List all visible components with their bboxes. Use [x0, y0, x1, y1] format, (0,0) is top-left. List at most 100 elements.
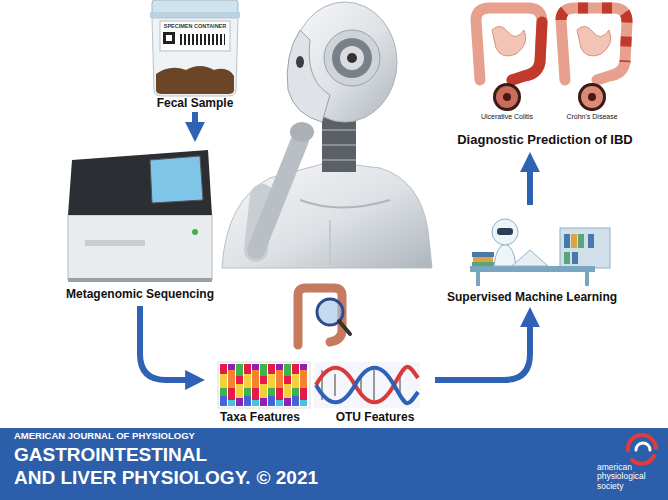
endoscopy-view [503, 93, 511, 101]
thinking-robot [329, 220, 331, 265]
thinking-robot [290, 122, 314, 142]
taxa-chart [218, 362, 310, 408]
thinking-robot [222, 2, 432, 268]
colon-crohns [577, 26, 611, 56]
learning-robot [494, 244, 516, 266]
colon-crohns [561, 8, 627, 80]
process-node: Supervised Machine Learning [445, 205, 625, 307]
sequencer-machine [68, 150, 212, 282]
learning-robot [560, 228, 610, 268]
specimen-jar [179, 34, 225, 45]
annotation-label: AMERICAN JOURNAL OF PHYSIOLOGY [14, 431, 195, 442]
learning-robot [585, 272, 589, 286]
colon-magnifier [298, 288, 342, 345]
annotation-label: Crohn's Disease [566, 113, 617, 121]
endoscopy-view [496, 86, 518, 108]
colon-ulcerative [492, 26, 526, 56]
thinking-robot [332, 38, 372, 78]
journal-band [0, 428, 668, 500]
process-node: Diagnostic Prediction of IBD [440, 2, 650, 152]
learning-robot [497, 228, 513, 235]
specimen-jar [152, 18, 238, 96]
sequencer-machine [150, 156, 203, 203]
sequencer-machine [192, 229, 198, 235]
specimen-jar [166, 35, 172, 41]
endoscopy-view [578, 83, 606, 111]
specimen-jar [152, 0, 238, 14]
colon-ulcerative [476, 8, 542, 80]
learning-robot [572, 252, 578, 264]
annotation-label: © 2021 [256, 467, 318, 489]
learning-robot [472, 262, 494, 266]
sequencer-machine [68, 215, 212, 280]
endoscopy-view [588, 93, 596, 101]
learning-robot [564, 234, 570, 248]
process-node: Taxa Features OTU Features [205, 280, 435, 426]
society-logo [636, 443, 650, 450]
thinking-robot [324, 30, 380, 86]
learning-robot [473, 257, 493, 262]
learning-robot [470, 219, 610, 286]
sequencer-machine [68, 278, 212, 282]
node-label: Diagnostic Prediction of IBD [457, 133, 633, 148]
annotation-label: GASTROINTESTINAL [14, 444, 207, 466]
learning-robot [571, 234, 577, 248]
colon-crohns [561, 8, 627, 62]
specimen-jar [160, 21, 230, 51]
thinking-robot [347, 53, 357, 63]
specimen-jar [150, 12, 240, 18]
society-logo [628, 435, 656, 450]
learning-robot [512, 250, 548, 266]
node-label: Supervised Machine Learning [447, 291, 617, 305]
thinking-robot [340, 46, 364, 70]
taxa-chart [218, 362, 310, 408]
thinking-robot [256, 140, 300, 250]
flow-arrow [192, 112, 198, 134]
flow-arrow [435, 315, 530, 380]
node-label: Taxa Features [220, 411, 300, 425]
endoscopy-view [493, 83, 521, 111]
thinking-robot [296, 56, 304, 68]
colon-magnifier [339, 321, 350, 334]
dna-helix [314, 362, 420, 408]
annotation-label: SPECIMEN CONTAINER [160, 23, 230, 29]
thinking-robot [300, 200, 390, 208]
annotation-label: Ulcerative Colitis [481, 113, 533, 121]
flow-arrow [140, 306, 197, 380]
process-node: Fecal Sample [130, 2, 260, 112]
specimen-jar [163, 32, 175, 44]
journal-band [0, 428, 668, 500]
process-node: Metagenomic Sequencing [40, 142, 240, 306]
society-logo [632, 456, 654, 464]
thinking-robot [322, 130, 356, 160]
learning-robot [492, 219, 518, 245]
thinking-robot [287, 30, 330, 122]
sequencer-machine [68, 150, 212, 215]
endoscopy-view [581, 86, 603, 108]
society-logo [628, 435, 656, 464]
taxa-chart [220, 364, 308, 406]
annotation-label: AND LIVER PHYSIOLOGY. [14, 467, 250, 489]
learning-robot [476, 272, 480, 286]
learning-robot [578, 234, 584, 248]
specimen-jar [156, 66, 234, 94]
dna-helix [316, 368, 418, 403]
learning-robot [588, 234, 594, 248]
sequencer-machine [85, 240, 145, 246]
learning-robot [470, 266, 595, 272]
node-label: OTU Features [336, 411, 415, 425]
colon-crohns [561, 8, 627, 80]
flow-arrow [527, 160, 533, 205]
node-label: Metagenomic Sequencing [66, 288, 214, 302]
colon-ulcerative [476, 8, 542, 80]
learning-robot [472, 252, 494, 257]
node-label: Fecal Sample [157, 97, 234, 111]
dna-helix [316, 367, 418, 402]
colon-magnifier [298, 288, 350, 345]
dna-helix [314, 362, 420, 408]
specimen-jar [150, 0, 240, 96]
learning-robot [564, 252, 570, 264]
